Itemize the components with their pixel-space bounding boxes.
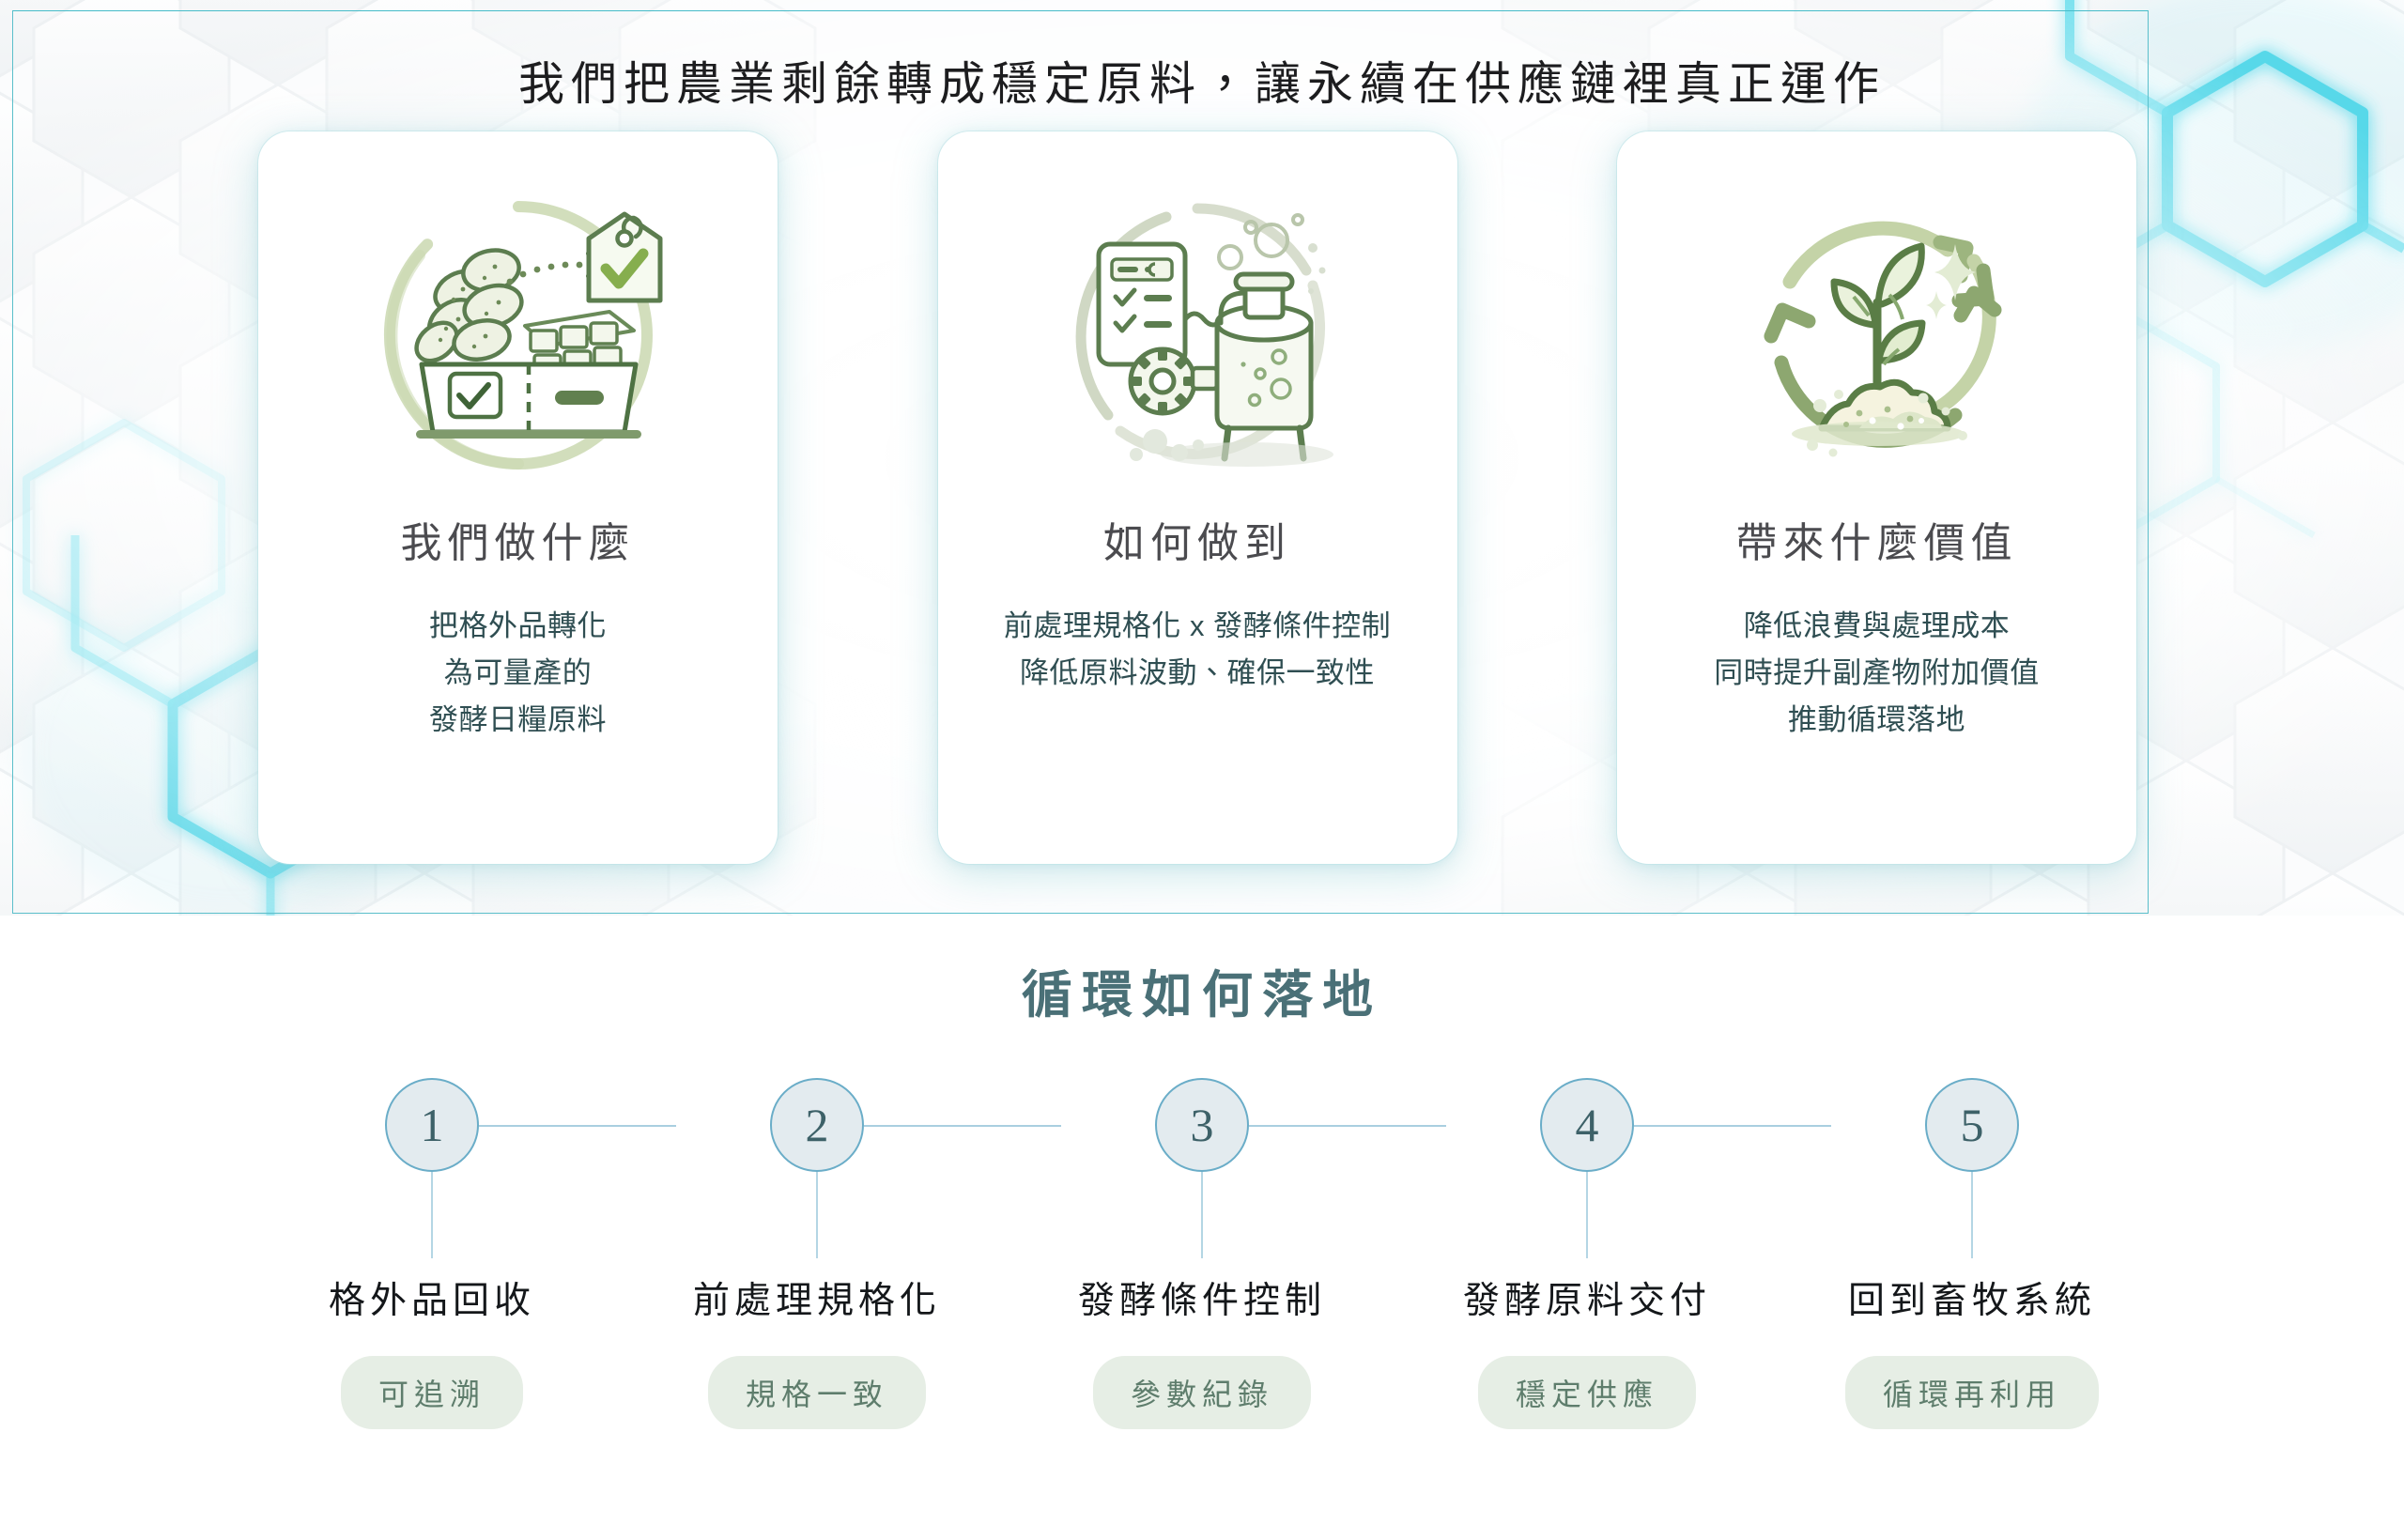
feature-card-how-we-do-it[interactable]: 如何做到 前處理規格化 x 發酵條件控制 降低原料波動、確保一致性 (937, 131, 1457, 864)
card-body-line: 降低原料波動、確保一致性 (1019, 656, 1375, 690)
step-label: 發酵條件控制 (1077, 1281, 1326, 1321)
hero-section: 我們把農業剩餘轉成穩定原料，讓永續在供應鏈裡真正運作 (0, 0, 2404, 916)
card-body-line: 推動循環落地 (1788, 703, 1965, 737)
step-label: 前處理規格化 (692, 1281, 941, 1321)
step-item-1[interactable]: 1 格外品回收 可追溯 (296, 1078, 676, 1429)
card-title: 帶來什麼價值 (1735, 520, 2018, 566)
card-body-line: 同時提升副產物附加價值 (1714, 656, 2040, 690)
card-body: 把格外品轉化 為可量產的 發酵日糧原料 (429, 603, 607, 745)
page-headline: 我們把農業剩餘轉成穩定原料，讓永續在供應鏈裡真正運作 (517, 59, 1886, 110)
step-number-badge: 3 (1155, 1078, 1249, 1172)
step-item-4[interactable]: 4 發酵原料交付 穩定供應 (1451, 1078, 1831, 1429)
step-number-badge: 5 (1925, 1078, 2019, 1172)
step-number-badge: 1 (385, 1078, 479, 1172)
step-chip: 參數紀錄 (1092, 1356, 1311, 1429)
step-connector-line (864, 1125, 1061, 1127)
process-flow-section: 循環如何落地 1 格外品回收 可追溯 2 前處理規格化 規格一致 3 發酵條 (0, 916, 2404, 1540)
card-title: 如何做到 (1103, 520, 1291, 566)
step-number-badge: 2 (770, 1078, 864, 1172)
step-chip: 循環再利用 (1844, 1356, 2099, 1429)
feature-card-what-value[interactable]: 帶來什麼價值 降低浪費與處理成本 同時提升副產物附加價值 推動循環落地 (1617, 131, 2136, 864)
card-body-line: 降低浪費與處理成本 (1743, 609, 2011, 642)
step-stem-line (431, 1172, 433, 1258)
step-stem-line (1201, 1172, 1203, 1258)
step-stem-line (816, 1172, 818, 1258)
step-item-2[interactable]: 2 前處理規格化 規格一致 (681, 1078, 1061, 1429)
step-stem-line (1971, 1172, 1973, 1258)
step-label: 發酵原料交付 (1462, 1281, 1711, 1321)
card-body-line: 把格外品轉化 (429, 609, 607, 642)
step-chip: 穩定供應 (1477, 1356, 1696, 1429)
step-connector-line (1249, 1125, 1446, 1127)
section-title: 循環如何落地 (1022, 967, 1382, 1024)
step-chip: 可追溯 (340, 1356, 523, 1429)
step-stem-line (1586, 1172, 1588, 1258)
fermentation-tank-control-icon (1042, 180, 1352, 490)
step-number-badge: 4 (1540, 1078, 1634, 1172)
card-title: 我們做什麼 (400, 520, 636, 566)
step-list: 1 格外品回收 可追溯 2 前處理規格化 規格一致 3 發酵條件控制 參數紀錄 (296, 1078, 2108, 1429)
card-body: 前處理規格化 x 發酵條件控制 降低原料波動、確保一致性 (1004, 603, 1391, 697)
step-item-3[interactable]: 3 發酵條件控制 參數紀錄 (1066, 1078, 1446, 1429)
feature-card-row: 我們做什麼 把格外品轉化 為可量產的 發酵日糧原料 (258, 131, 2136, 864)
step-item-5[interactable]: 5 回到畜牧系統 循環再利用 (1836, 1078, 2108, 1429)
card-body: 降低浪費與處理成本 同時提升副產物附加價值 推動循環落地 (1714, 603, 2040, 745)
step-connector-line (479, 1125, 676, 1127)
step-chip: 規格一致 (707, 1356, 926, 1429)
card-body-line: 為可量產的 (443, 656, 593, 690)
step-label: 格外品回收 (328, 1281, 535, 1321)
produce-crate-grading-icon (363, 180, 673, 490)
step-label: 回到畜牧系統 (1847, 1281, 2096, 1321)
sprout-recycle-loop-icon (1722, 180, 2032, 490)
card-body-line: 發酵日糧原料 (429, 703, 607, 737)
card-body-line: 前處理規格化 x 發酵條件控制 (1003, 609, 1392, 642)
feature-card-what-we-do[interactable]: 我們做什麼 把格外品轉化 為可量產的 發酵日糧原料 (258, 131, 778, 864)
step-connector-line (1634, 1125, 1831, 1127)
